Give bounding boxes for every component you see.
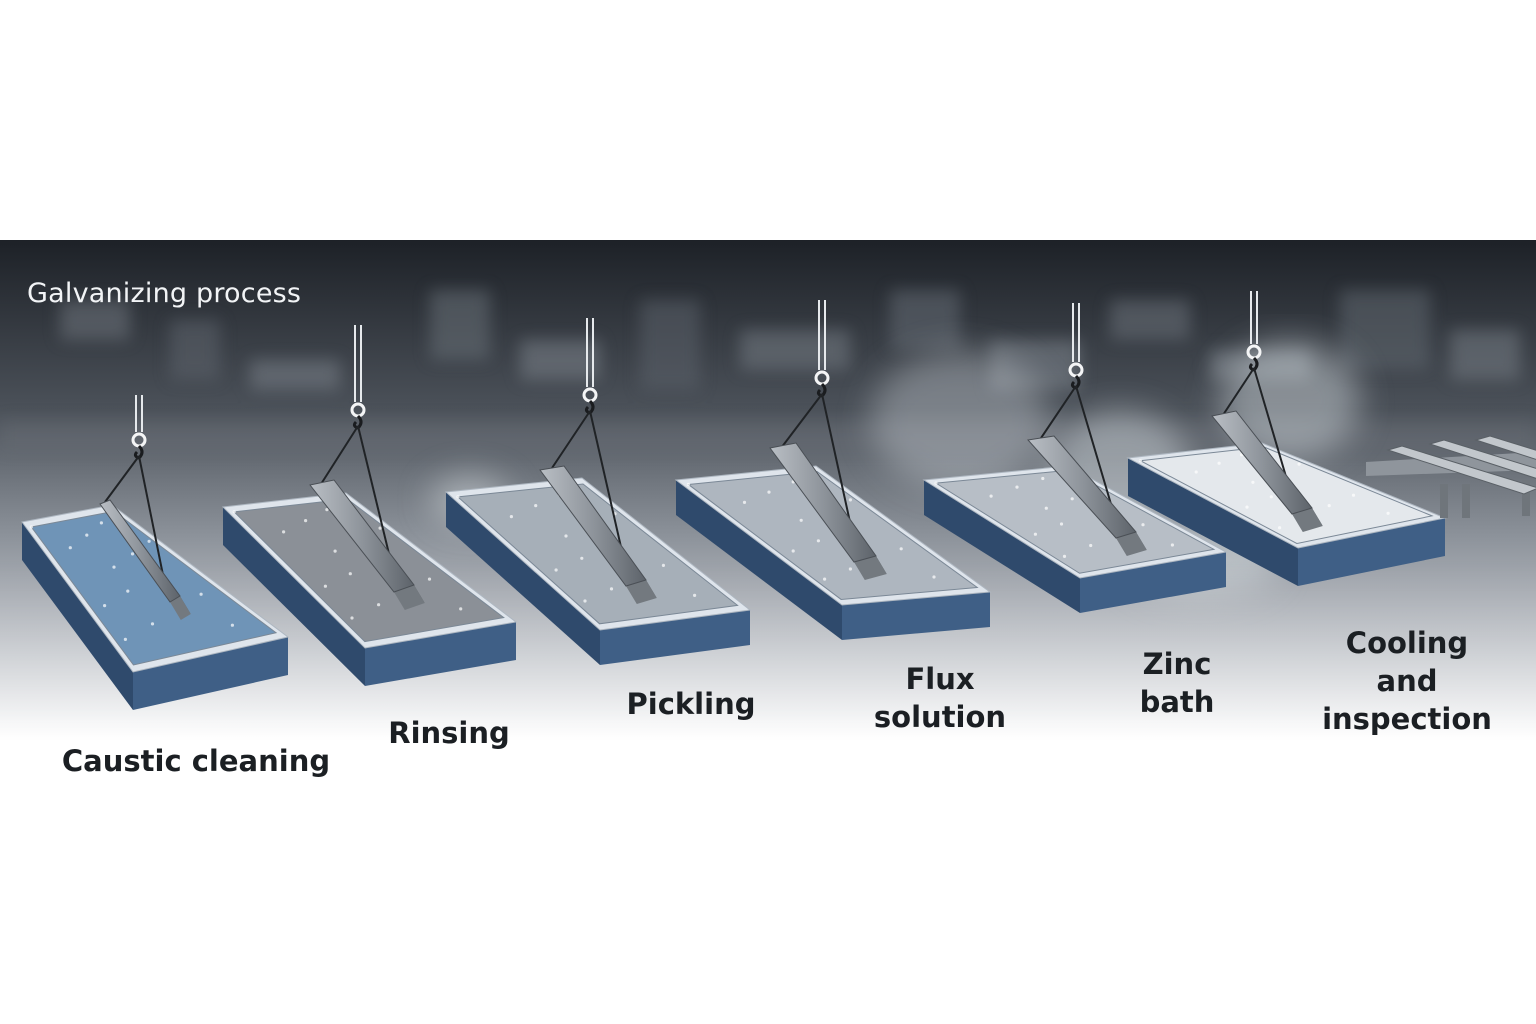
tank-front-face xyxy=(365,622,516,686)
finished-beam xyxy=(1474,435,1536,460)
sling-rope xyxy=(1040,385,1077,439)
tank-front-face xyxy=(1298,518,1445,586)
sling-rope xyxy=(1223,367,1255,415)
tank-front-face xyxy=(133,637,288,710)
rack-leg xyxy=(1440,484,1448,518)
rack-leg xyxy=(1462,484,1470,518)
steel-beam xyxy=(309,479,415,593)
tank-side-face xyxy=(676,480,842,640)
tank-side-face xyxy=(223,507,365,686)
tank-front-face xyxy=(842,592,990,640)
sling-rope xyxy=(782,393,823,447)
steel-beam xyxy=(99,499,181,603)
tank-side-face xyxy=(1128,458,1298,586)
sling-rope xyxy=(321,425,359,484)
tank-side-face xyxy=(924,480,1080,613)
beam-end xyxy=(394,585,425,610)
rack-leg xyxy=(1522,480,1530,516)
steel-beam xyxy=(1211,410,1313,515)
step-label-pickling: Pickling xyxy=(626,687,756,721)
tank-6 xyxy=(1126,291,1447,586)
finished-beam xyxy=(1386,445,1536,495)
tank-liquid xyxy=(30,510,278,666)
beam-end xyxy=(854,556,887,580)
sling-rope xyxy=(589,410,627,570)
beam-end xyxy=(626,580,657,604)
sling-rope xyxy=(1075,385,1117,522)
step-label-cooling-inspection: Cooling and inspection xyxy=(1322,626,1492,736)
tank-1 xyxy=(21,395,290,710)
steel-beam xyxy=(539,465,647,587)
step-label-zinc-bath: Zinc bath xyxy=(1139,647,1215,719)
tank-4 xyxy=(674,300,992,640)
tank-side-face xyxy=(22,522,133,710)
sling-rope xyxy=(104,455,140,503)
page-title: Galvanizing process xyxy=(27,278,302,309)
tank-3 xyxy=(444,318,752,665)
beam-end xyxy=(170,596,191,620)
tank-front-face xyxy=(600,610,750,665)
finished-beams-rack-icon xyxy=(1366,435,1536,518)
tank-liquid xyxy=(456,483,739,625)
tank-side-face xyxy=(446,492,600,665)
sling-rope xyxy=(357,425,395,575)
tank-front-face xyxy=(1080,552,1226,613)
beam-end xyxy=(1116,532,1147,556)
step-label-caustic-cleaning: Caustic cleaning xyxy=(61,744,331,778)
step-label-rinsing: Rinsing xyxy=(388,716,510,750)
tank-liquid xyxy=(687,471,979,600)
sling-rope xyxy=(551,410,591,469)
tank-5 xyxy=(922,303,1228,613)
steel-beam xyxy=(769,442,877,563)
tank-2 xyxy=(221,325,518,686)
tank-liquid xyxy=(233,498,505,643)
step-label-flux-solution: Flux solution xyxy=(873,662,1007,734)
beam-end xyxy=(1292,508,1323,532)
sling-rope xyxy=(138,455,166,586)
steel-beam xyxy=(1027,435,1137,539)
finished-beam xyxy=(1428,439,1536,479)
